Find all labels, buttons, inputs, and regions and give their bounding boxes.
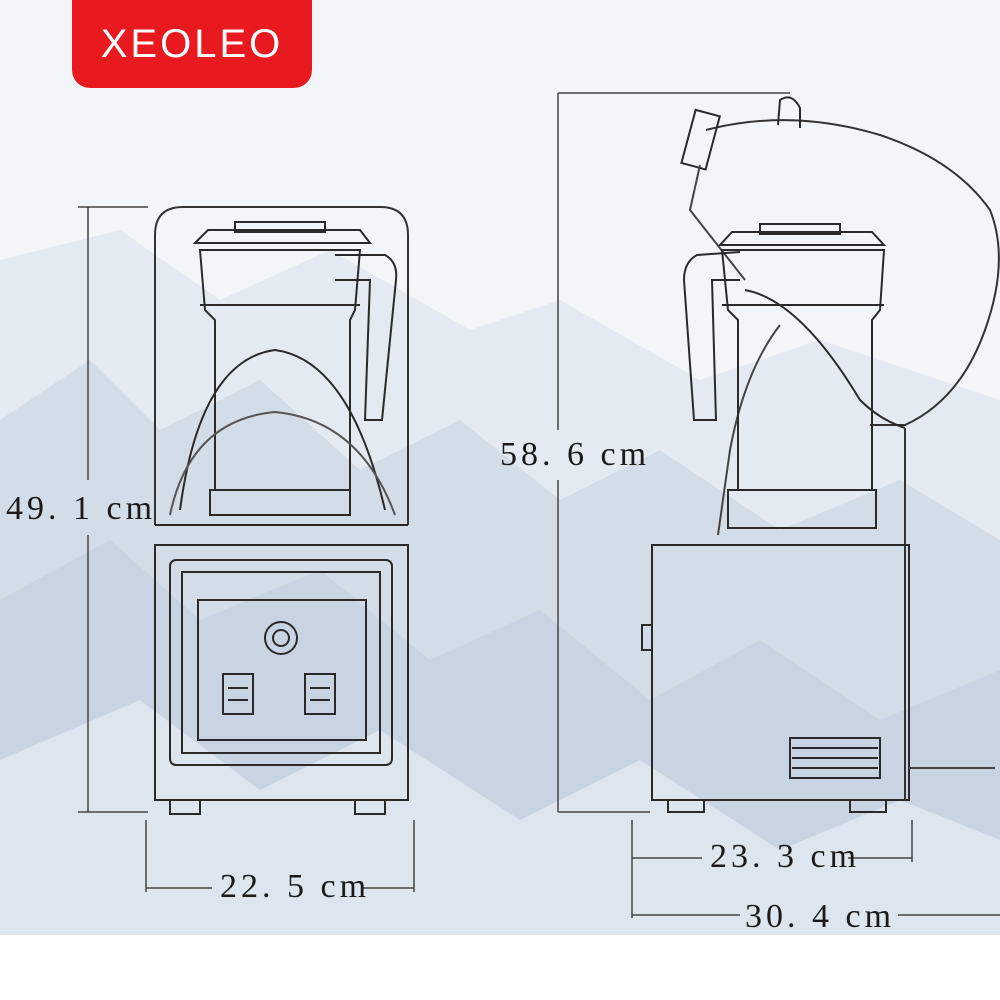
front-view: [78, 206, 415, 892]
side-height-label: 58. 6 cm: [500, 436, 651, 473]
side-base-depth-label: 23. 3 cm: [710, 838, 861, 875]
snowy-mountain-background: [0, 0, 1000, 935]
brand-logo: XEOLEO: [72, 0, 312, 88]
side-total-depth-label: 30. 4 cm: [745, 898, 896, 935]
side-view: [557, 92, 1000, 918]
front-height-label: 49. 1 cm: [6, 490, 157, 527]
front-width-label: 22. 5 cm: [220, 868, 371, 905]
brand-logo-text: XEOLEO: [100, 21, 284, 66]
